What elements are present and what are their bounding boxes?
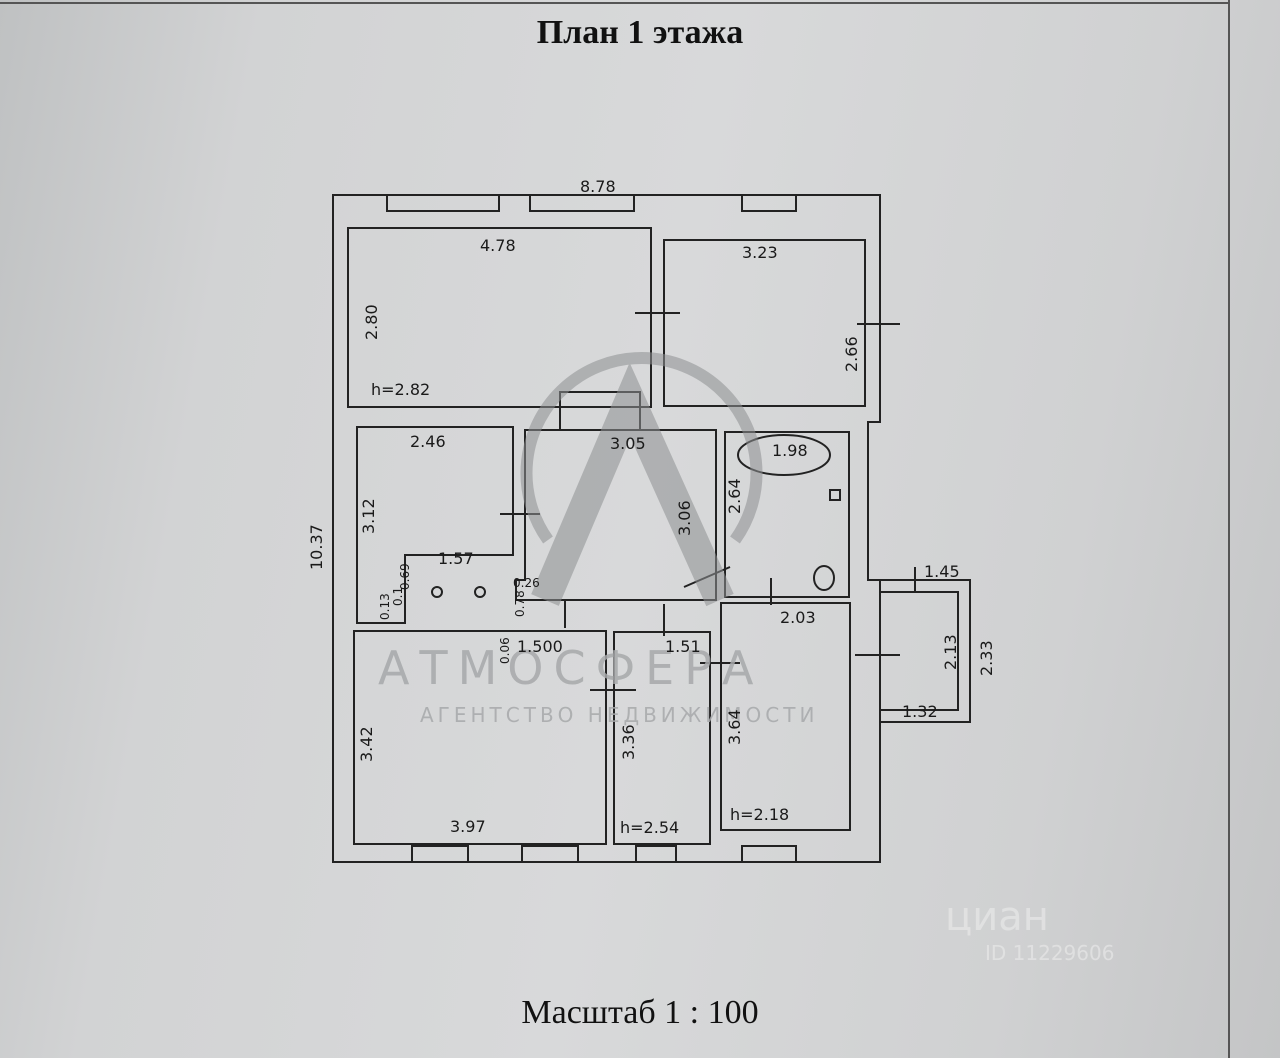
dim-sw-height: 3.42 (357, 726, 376, 762)
dim-porch-height-inner: 2.13 (941, 634, 960, 670)
dim-nw-width: 4.78 (480, 236, 516, 255)
dim-sw-top: 1.500 (517, 637, 563, 656)
cian-watermark: циан (945, 894, 1049, 940)
dim-kitchen-height: 3.64 (725, 709, 744, 745)
cian-listing-id: ID 11229606 (985, 941, 1114, 965)
dim-hall-small-a: 0.26 (513, 576, 540, 590)
dim-hall-small-b: 0.78 (513, 590, 527, 617)
sheet-frame-right (1228, 0, 1230, 1058)
dim-nw-height: 2.80 (362, 304, 381, 340)
dim-overall-height: 10.37 (307, 524, 326, 570)
kitchen-ceiling: h=2.18 (730, 805, 789, 824)
dim-bath-height: 2.64 (725, 478, 744, 514)
dim-kitchen-width: 2.03 (780, 608, 816, 627)
dim-smid-height: 3.36 (619, 724, 638, 760)
dim-porch-width-top: 1.45 (924, 562, 960, 581)
watermark-logo-icon (520, 352, 763, 607)
watermark-brand: АТМОСФЕРА (378, 641, 763, 695)
dim-hall-height: 3.06 (675, 500, 694, 536)
dim-hall-width: 3.05 (610, 434, 646, 453)
nw-ceiling: h=2.82 (371, 380, 430, 399)
dim-ne-height: 2.66 (842, 336, 861, 372)
dim-sw-offset: 0.06 (498, 637, 512, 664)
dim-overall-width: 8.78 (580, 177, 616, 196)
dim-wmid-height: 3.12 (359, 498, 378, 534)
watermark-subtitle: АГЕНТСТВО НЕДВИЖИМОСТИ (420, 703, 818, 727)
dim-sw-width: 3.97 (450, 817, 486, 836)
page-title: План 1 этажа (536, 14, 744, 51)
dim-wmid-width: 2.46 (410, 432, 446, 451)
scale-label: Масштаб 1 : 100 (521, 994, 759, 1031)
dim-ne-width: 3.23 (742, 243, 778, 262)
dim-wmid-small-b: 0.1 (391, 587, 405, 606)
dim-wmid-inner-width: 1.57 (438, 549, 474, 568)
sheet-frame-top (0, 2, 1230, 4)
dim-wmid-inner-height: 0.69 (398, 563, 412, 590)
smid-ceiling: h=2.54 (620, 818, 679, 837)
dim-smid-width: 1.51 (665, 637, 701, 656)
dim-bath-tub: 1.98 (772, 441, 808, 460)
dim-wmid-small-a: 0.13 (378, 593, 392, 620)
dim-porch-width-bottom: 1.32 (902, 702, 938, 721)
dim-porch-height-outer: 2.33 (977, 640, 996, 676)
